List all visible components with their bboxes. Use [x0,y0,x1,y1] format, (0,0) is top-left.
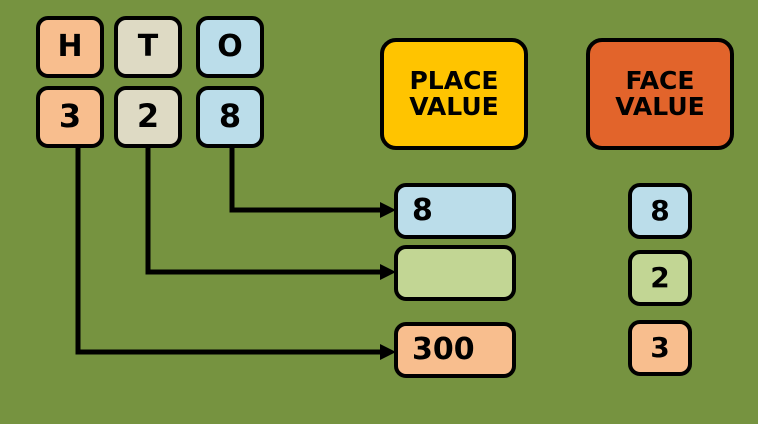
column-heading-ones: O [196,16,264,78]
connector-ones-to-place-value [229,148,396,218]
place-value-result-0: 8 [394,183,516,239]
place-value-result-1 [394,245,516,301]
place-value-result-2: 300 [394,322,516,378]
digit-box-hundreds: 3 [36,86,104,148]
column-heading-label: O [217,29,243,65]
face-value-header: FACE VALUE [586,38,734,150]
place-value-result-value: 300 [412,332,475,368]
face-value-header-line2: VALUE [615,92,705,121]
column-heading-tens: T [114,16,182,78]
face-value-result-value: 2 [650,261,670,295]
digit-value: 3 [58,97,82,136]
place-value-header: PLACE VALUE [380,38,528,150]
column-heading-label: T [137,29,159,65]
place-value-header-line2: VALUE [409,92,499,121]
connector-tens-to-place-value [145,148,396,280]
connector-hundreds-to-place-value [75,148,396,360]
column-heading-hundreds: H [36,16,104,78]
face-value-result-0: 8 [628,183,692,239]
face-value-result-1: 2 [628,250,692,306]
face-value-result-value: 8 [650,194,670,228]
face-value-result-2: 3 [628,320,692,376]
place-value-result-value: 8 [412,193,433,229]
digit-box-ones: 8 [196,86,264,148]
column-heading-label: H [57,29,83,65]
digit-box-tens: 2 [114,86,182,148]
face-value-result-value: 3 [650,331,670,365]
digit-value: 8 [218,97,242,136]
digit-value: 2 [136,97,160,136]
face-value-header-line1: FACE [625,65,695,95]
place-value-header-line1: PLACE [409,65,499,95]
